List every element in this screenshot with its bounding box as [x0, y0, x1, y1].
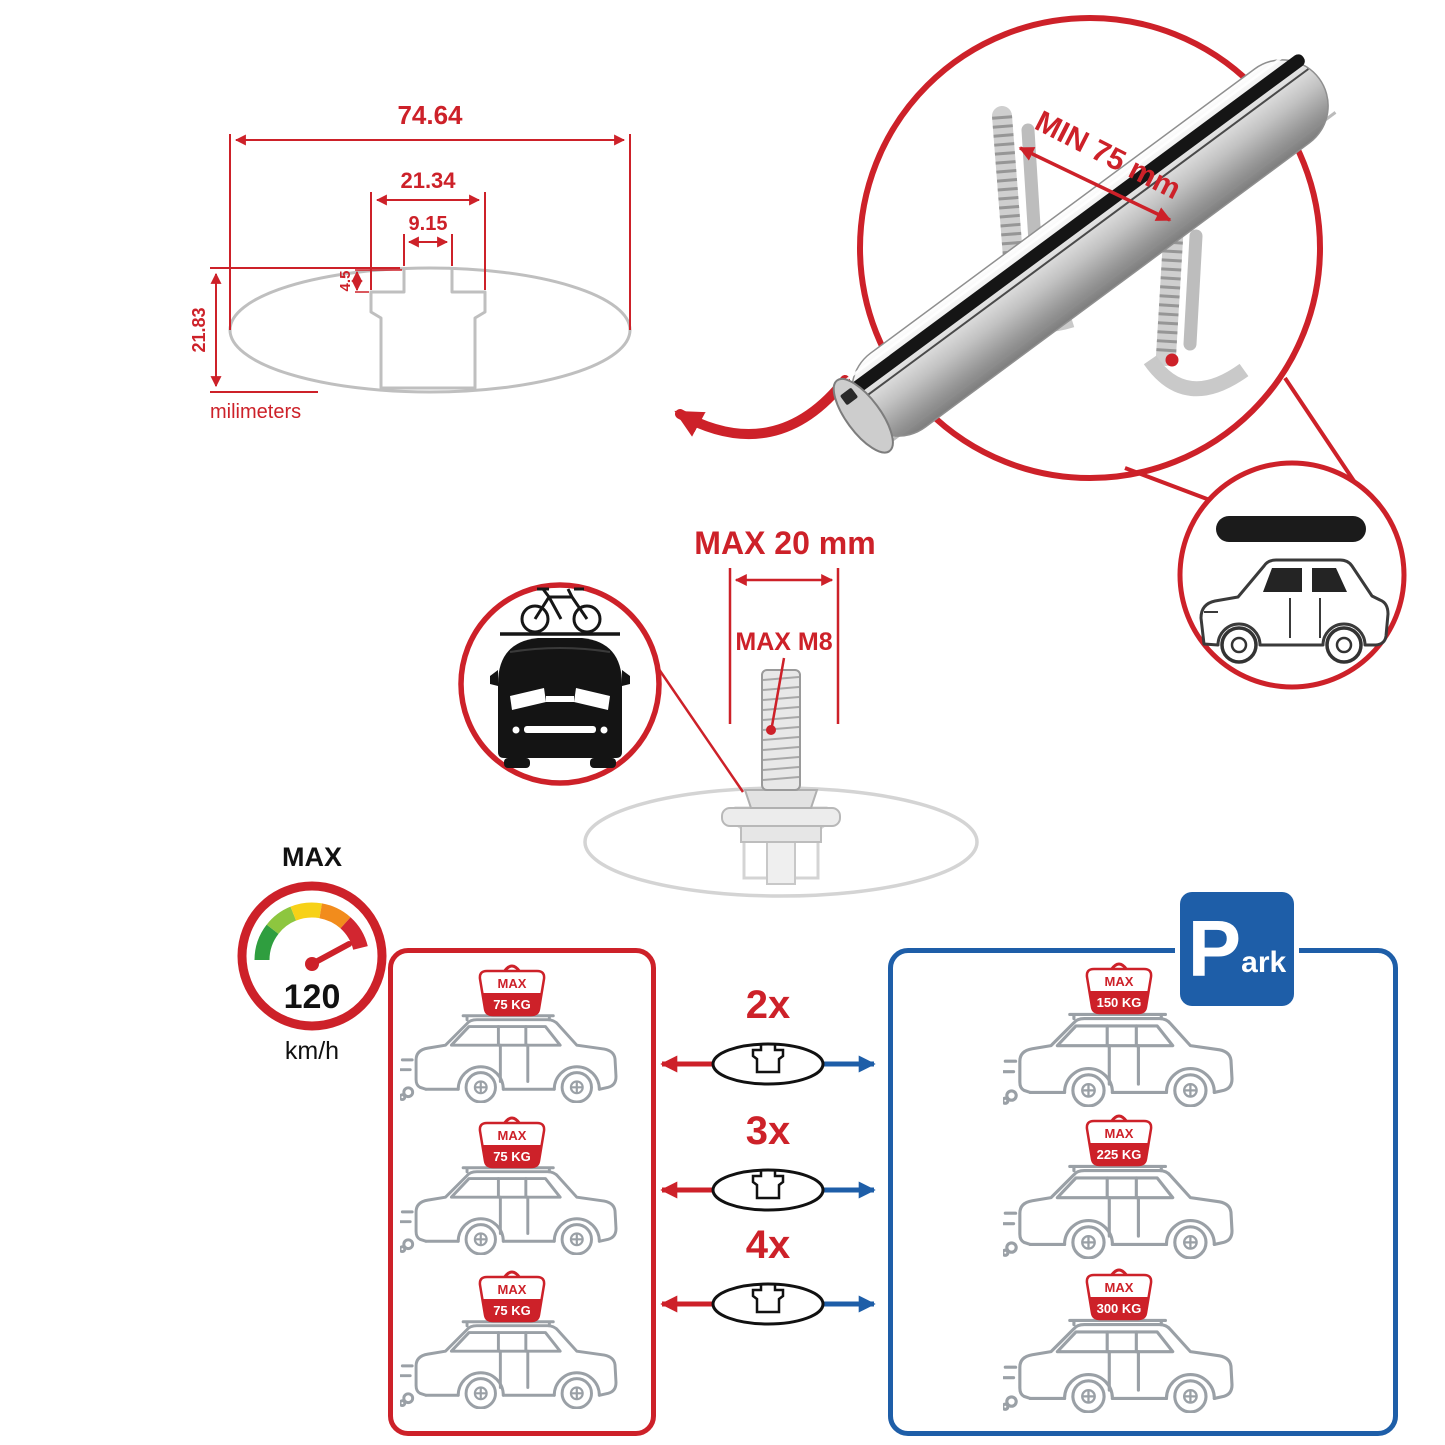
bag-max-label: MAX [498, 976, 527, 991]
speed-max-label: MAX [282, 842, 342, 872]
cross-section-diagram: 74.64 21.34 9.15 4.5 21.83 milimeters [189, 100, 632, 423]
bag-max-label: MAX [498, 1128, 527, 1143]
suv-with-roofbox [1199, 516, 1390, 664]
units-label: milimeters [210, 401, 301, 423]
multiplier-row-2: 3x [660, 1109, 876, 1212]
onroad-car-1: MAX 75 KG [400, 964, 618, 1103]
crossbar-section-icon [711, 1168, 825, 1212]
parked-car-2: MAX 225 KG [1003, 1114, 1234, 1259]
gauge-needle [309, 941, 352, 967]
zoom-arrow [674, 375, 850, 439]
bag-kg-label: 75 KG [493, 1303, 531, 1318]
crossbar-graphic [832, 47, 1337, 454]
channel-width-label: 21.34 [400, 168, 456, 193]
dimension-lines [210, 134, 631, 393]
bar-profile-outline [228, 266, 632, 394]
bag-max-label: MAX [498, 1282, 527, 1297]
parked-car-1: MAX 150 KG [1003, 962, 1234, 1107]
bag-max-label: MAX [1105, 1126, 1134, 1141]
row-multiplier: 2x [746, 983, 791, 1027]
slot-width-label: 9.15 [409, 213, 448, 235]
bicycle-icon [520, 587, 602, 634]
speed-units: km/h [284, 1037, 340, 1065]
min-span-arrow [1018, 146, 1172, 222]
bag-kg-label: 300 KG [1097, 1301, 1142, 1316]
slot-depth-label: 4.5 [337, 271, 354, 292]
car-front-icon [490, 638, 630, 768]
speedometer-gauge: 120 [237, 881, 387, 1031]
gauge-arc [254, 902, 368, 961]
crossbar-section-icon [711, 1282, 825, 1326]
thread-callout-dot [766, 725, 776, 735]
row-multiplier: 3x [746, 1109, 791, 1153]
roof-cargo-box [1216, 516, 1366, 542]
bolt-dimension-lines [652, 568, 840, 793]
bag-max-label: MAX [1105, 1280, 1134, 1295]
bag-kg-label: 75 KG [493, 1149, 531, 1164]
bag-kg-label: 75 KG [493, 997, 531, 1012]
bag-kg-label: 150 KG [1097, 995, 1142, 1010]
onroad-car-3: MAX 75 KG [400, 1270, 618, 1409]
onroad-car-2: MAX 75 KG [400, 1116, 618, 1255]
speedometer: MAX 120 km/h [226, 842, 398, 1065]
row-multiplier: 4x [746, 1223, 791, 1267]
u-bolt-clamp-b [1143, 213, 1249, 397]
parking-ark-text: ark [1241, 946, 1287, 979]
clamp-callout-dot [1165, 353, 1179, 367]
max-thread-label: MAX M8 [735, 628, 832, 656]
onroad-panel: MAX 75 KG MAX 75 KG MAX 75 KG [388, 948, 656, 1436]
parked-panel: MAX 150 KG MAX 225 KG MAX 300 KG [888, 948, 1398, 1436]
bolt-graphic [721, 669, 841, 885]
bar-zoom-assembly: MIN 75 mm [832, 15, 1407, 690]
total-height-label: 21.83 [189, 307, 209, 352]
crossbar-section-icon [711, 1042, 825, 1086]
arrow-curve [674, 375, 850, 439]
max-length-label: MAX 20 mm [694, 525, 875, 561]
speed-value: 120 [284, 978, 341, 1016]
bolt-diagram: MAX 20 mm MAX M8 [458, 525, 979, 898]
multiplier-row-3: 4x [660, 1223, 876, 1326]
bag-max-label: MAX [1105, 974, 1134, 989]
bag-kg-label: 225 KG [1097, 1147, 1142, 1162]
total-width-label: 74.64 [397, 100, 463, 130]
parking-p-letter: P [1187, 904, 1242, 993]
multiplier-row-1: 2x [660, 983, 876, 1086]
parked-car-3: MAX 300 KG [1003, 1268, 1234, 1413]
parking-sign: P ark [1180, 892, 1294, 1006]
connector-line-left [1124, 466, 1216, 504]
